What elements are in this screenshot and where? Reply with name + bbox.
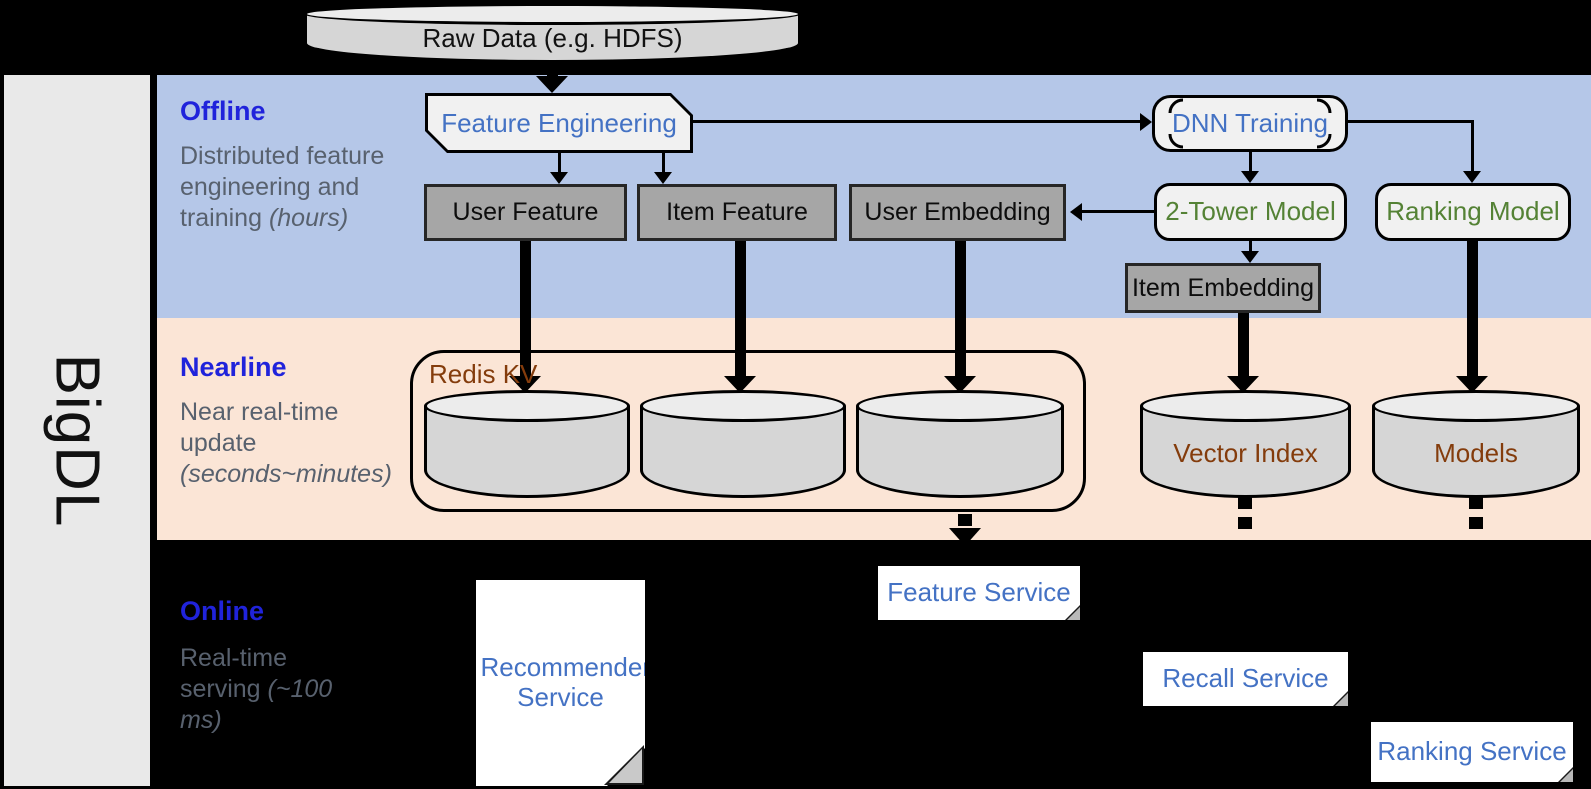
vector-index-label: Vector Index	[1173, 438, 1318, 468]
vector-index-store: Vector Index	[1140, 390, 1351, 498]
dashed-arrow-vectorindex-1	[1238, 497, 1252, 509]
dashed-arrowhead-featureservice	[949, 528, 981, 546]
arrow-fe-to-userfeature	[558, 153, 561, 174]
arrow-twotower-to-itemembedding	[1249, 241, 1252, 253]
arrowhead-twotower-itemembedding	[1241, 251, 1259, 263]
redis-kv-container: Redis KV	[410, 350, 1086, 512]
redis-kv-label: Redis KV	[429, 359, 538, 389]
arrowhead-fe-userfeature	[550, 172, 568, 184]
cylinder-top	[1372, 390, 1580, 422]
recall-service-node: Recall Service	[1143, 652, 1348, 706]
raw-data-label: Raw Data (e.g. HDFS)	[422, 22, 683, 53]
double-bracket-shape	[1152, 95, 1348, 152]
online-latency-note: (~100 ms)	[180, 675, 333, 734]
recall-service-label: Recall Service	[1162, 663, 1329, 694]
offline-title: Offline	[180, 96, 266, 126]
nearline-description: Near real-time update (seconds~minutes)	[180, 398, 392, 488]
ranking-model-node: Ranking Model	[1375, 183, 1571, 241]
cylinder-top	[304, 3, 801, 25]
raw-data-store: Raw Data (e.g. HDFS)	[304, 3, 801, 63]
feature-service-label: Feature Service	[887, 577, 1071, 608]
redis-shard-2	[640, 390, 846, 498]
item-embedding-node: Item Embedding	[1125, 263, 1321, 313]
cylinder-top	[640, 390, 846, 422]
offline-description: Distributed feature engineering and trai…	[180, 142, 385, 232]
arrow-fe-to-itemfeature	[662, 153, 665, 174]
bigdl-label: BigDL	[42, 353, 112, 528]
nearline-title: Nearline	[180, 352, 287, 382]
arrowhead-dnn-rankingmodel	[1463, 171, 1481, 183]
ranking-service-label: Ranking Service	[1377, 736, 1567, 767]
cylinder-top	[856, 390, 1064, 422]
ranking-service-node: Ranking Service	[1371, 722, 1573, 782]
dnn-training-node: DNN Training	[1152, 95, 1348, 152]
feature-engineering-node: Feature Engineering	[425, 93, 693, 153]
offline-latency-note: (hours)	[268, 204, 349, 232]
arrowhead-dnn-twotower	[1241, 171, 1259, 183]
online-title: Online	[180, 596, 265, 626]
online-description: Real-time serving (~100 ms)	[180, 644, 333, 734]
dashed-arrow-models-2	[1469, 517, 1483, 529]
user-embedding-node: User Embedding	[849, 184, 1066, 241]
two-tower-model-node: 2-Tower Model	[1154, 183, 1347, 241]
recommender-service-node: Recommender Service	[476, 580, 645, 786]
item-feature-node: Item Feature	[637, 184, 837, 241]
arrow-fe-to-dnn	[693, 120, 1140, 123]
arrowhead-fe-itemfeature	[654, 172, 672, 184]
redis-shard-3	[856, 390, 1064, 498]
dnn-training-label: DNN Training	[1171, 107, 1329, 138]
arrow-dnn-to-rankingmodel-h	[1347, 120, 1474, 123]
redis-shard-1	[424, 390, 630, 498]
folded-corner	[1558, 767, 1573, 782]
models-store: Models	[1372, 390, 1580, 498]
folded-corner	[1065, 605, 1080, 620]
dashed-arrow-models-1	[1469, 497, 1483, 509]
recommender-folded-corner	[604, 745, 644, 785]
cylinder-body: Vector Index	[1140, 406, 1351, 498]
dashed-arrow-vectorindex-2	[1238, 517, 1252, 529]
bigdl-sidebar: BigDL	[4, 75, 150, 786]
feature-engineering-label: Feature Engineering	[428, 96, 690, 150]
arrow-dnn-to-twotower	[1249, 152, 1252, 172]
nearline-latency-note: (seconds~minutes)	[180, 460, 392, 488]
cylinder-top	[1140, 390, 1351, 422]
feature-service-node: Feature Service	[878, 566, 1080, 620]
cylinder-top	[424, 390, 630, 422]
user-feature-node: User Feature	[424, 184, 627, 241]
dashed-arrow-redis-to-featureservice	[958, 514, 972, 526]
arrow-twotower-to-userembedding	[1082, 210, 1154, 213]
arrowhead-twotower-userembedding	[1070, 202, 1082, 221]
arrowhead-fe-dnn	[1140, 112, 1152, 131]
arrow-dnn-to-rankingmodel-v	[1471, 120, 1474, 172]
models-label: Models	[1434, 438, 1518, 468]
folded-corner	[1333, 691, 1348, 706]
recommender-service-label: Recommender Service	[480, 652, 652, 712]
